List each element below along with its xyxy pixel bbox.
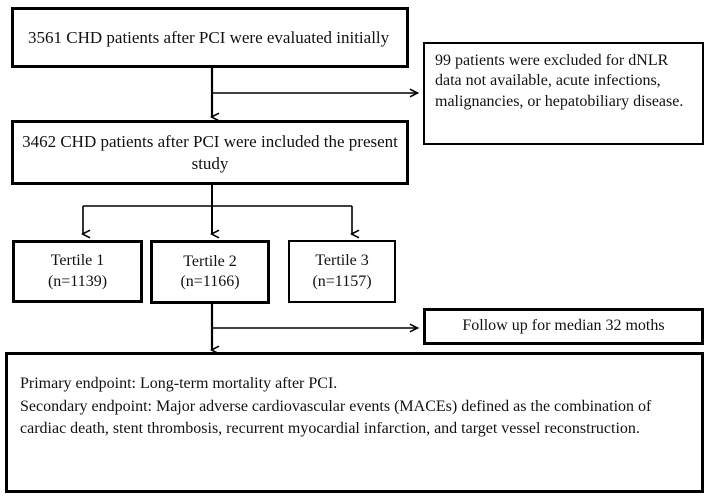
node-tertile-1: Tertile 1 (n=1139) — [12, 240, 143, 303]
node-followup-label: Follow up for median 32 moths — [462, 317, 665, 335]
node-tertile-3: Tertile 3 (n=1157) — [288, 240, 396, 303]
node-tertile-2: Tertile 2 (n=1166) — [150, 240, 270, 304]
node-endpoints-label: Primary endpoint: Long-term mortality af… — [20, 375, 652, 438]
node-tertile-3-label: Tertile 3 (n=1157) — [312, 252, 372, 290]
node-included-patients: 3462 CHD patients after PCI were include… — [11, 120, 409, 185]
node-excluded-patients: 99 patients were excluded for dNLR data … — [423, 42, 704, 145]
node-screened-label: 3561 CHD patients after PCI were evaluat… — [28, 27, 390, 47]
node-followup-duration: Follow up for median 32 moths — [423, 308, 704, 345]
node-included-label: 3462 CHD patients after PCI were include… — [22, 131, 398, 173]
node-tertile-1-label: Tertile 1 (n=1139) — [47, 252, 108, 290]
node-screened-patients: 3561 CHD patients after PCI were evaluat… — [11, 7, 409, 68]
node-tertile-2-label: Tertile 2 (n=1166) — [180, 252, 240, 290]
node-excluded-label: 99 patients were excluded for dNLR data … — [435, 52, 684, 110]
node-study-endpoints: Primary endpoint: Long-term mortality af… — [5, 352, 704, 493]
